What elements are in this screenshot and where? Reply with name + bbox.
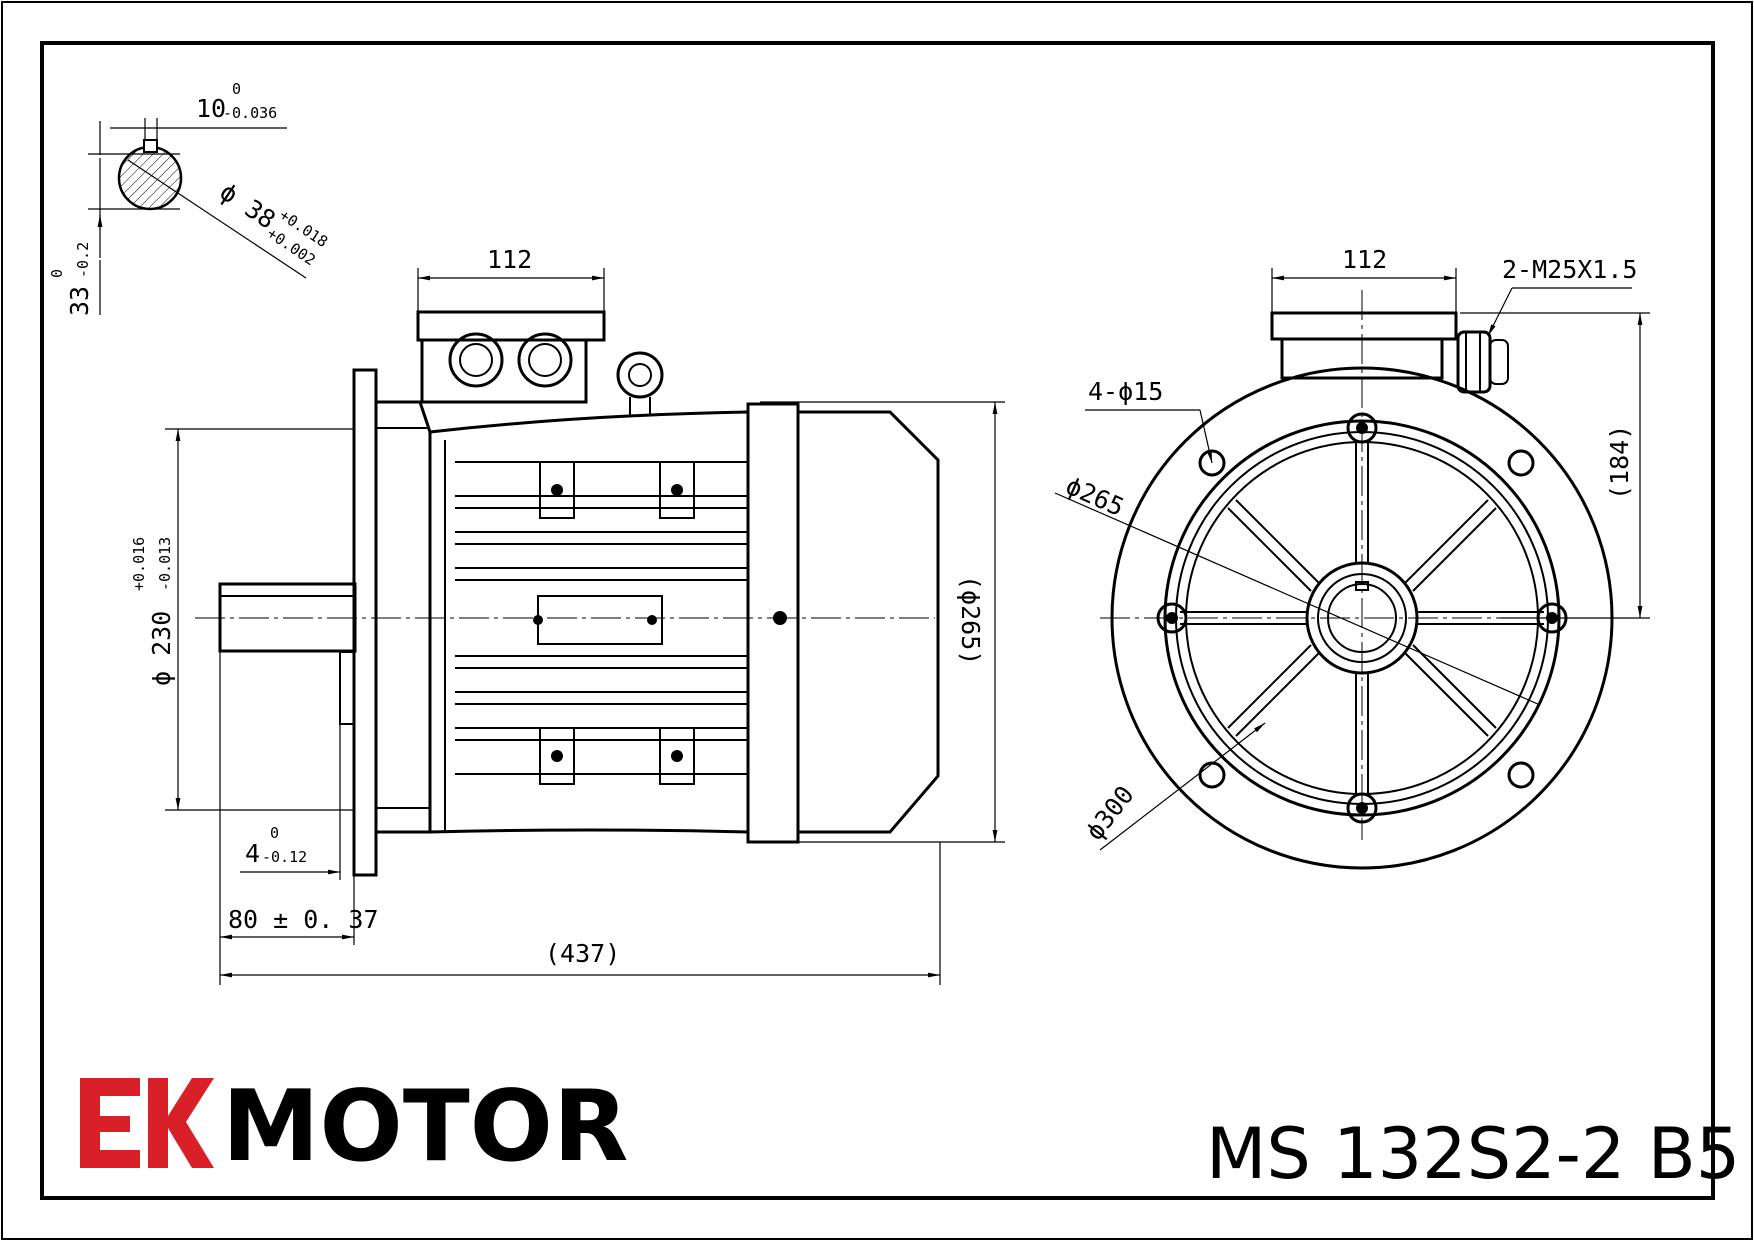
spigot-depth-dim: 4 <box>245 839 260 868</box>
total-length-dim: (437) <box>545 939 620 968</box>
key-width-dim: 10 <box>196 94 226 123</box>
spigot-depth-tol-upper: 0 <box>270 824 279 842</box>
side-dimension-lines <box>165 268 1005 985</box>
spigot-depth-tol-lower: -0.12 <box>262 848 307 866</box>
key-height-dim: 33 <box>65 286 94 316</box>
logo-mark <box>80 1078 214 1168</box>
motor-side-view <box>195 310 940 877</box>
terminal-box-width-side: 112 <box>487 245 532 274</box>
body-diameter-dim: (ϕ265) <box>956 575 985 665</box>
shaft-length-dim: 80 ± 0. 37 <box>228 905 379 934</box>
inner-border <box>40 41 1715 1200</box>
flange-diameter-dim: ϕ300 <box>1080 780 1140 845</box>
shaft-diameter-dim: ϕ 38 <box>215 177 281 235</box>
key-height-tol-upper: 0 <box>48 269 66 278</box>
shaft-section-view <box>88 118 307 315</box>
brand-name: MOTOR <box>222 1070 628 1184</box>
terminal-box-width-front: 112 <box>1342 245 1387 274</box>
flange-spigot-tol-upper: +0.016 <box>130 537 148 591</box>
brand-logo-letters: EK <box>0 0 2 1</box>
flange-spigot-tol-lower: -0.013 <box>156 537 174 591</box>
key-width-tol-lower: -0.036 <box>223 104 277 122</box>
motor-front-view <box>1100 290 1620 870</box>
pcd-dim: ϕ265 <box>1062 471 1129 522</box>
brand-logo: EK MOTOR <box>0 0 628 1184</box>
cable-gland-dim: 2-M25X1.5 <box>1502 255 1637 284</box>
front-dimension-lines <box>1054 268 1650 851</box>
model-number: MS 132S2-2 B5 <box>1206 1113 1740 1195</box>
key-height-tol-lower: -0.2 <box>74 242 92 278</box>
flange-spigot-dim: ϕ 230 <box>147 611 176 686</box>
key-width-tol-upper: 0 <box>232 80 241 98</box>
holes-dim: 4-ϕ15 <box>1088 377 1163 406</box>
center-height-dim: (184) <box>1605 425 1634 500</box>
